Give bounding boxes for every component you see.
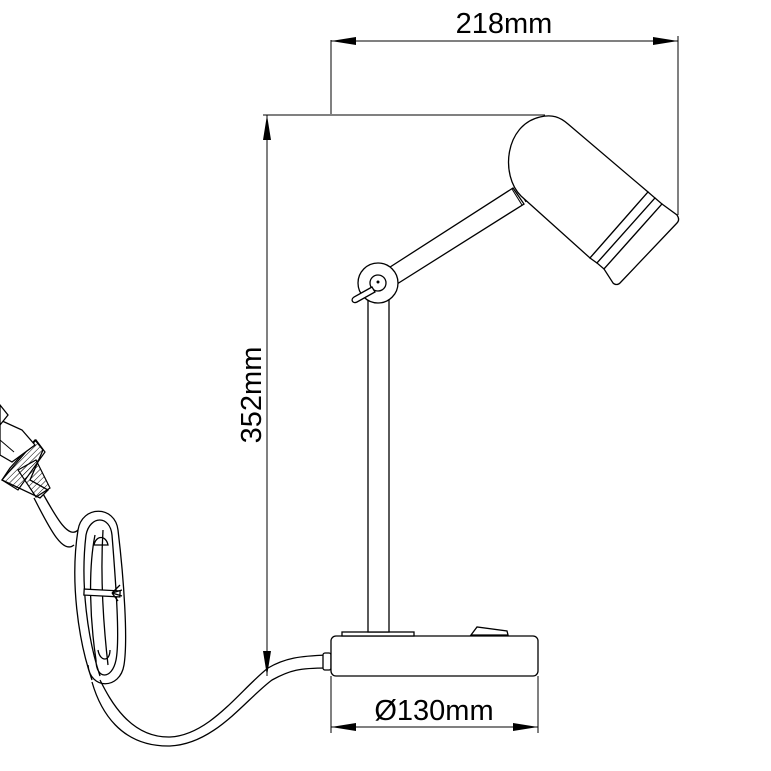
cable-coil — [74, 510, 127, 685]
power-cable — [91, 652, 332, 747]
tie-knot-icon — [111, 584, 123, 602]
joint-knob[interactable] — [351, 262, 399, 304]
height-dimension: 352mm — [236, 114, 545, 676]
arrowhead-down-icon — [263, 651, 271, 676]
lamp-stem — [367, 295, 390, 633]
arrowhead-left-icon — [331, 723, 356, 731]
power-plug — [0, 403, 79, 548]
lamp-head — [507, 115, 680, 286]
lamp-base — [330, 626, 539, 677]
arrowhead-up-icon — [263, 115, 271, 140]
height-label: 352mm — [236, 347, 268, 444]
lamp-arm — [386, 185, 527, 285]
arrowhead-right-icon — [653, 37, 678, 45]
tightening-lever-icon[interactable] — [351, 286, 376, 304]
arrowhead-right-icon — [513, 723, 538, 731]
base-diameter-dimension: Ø130mm — [330, 676, 539, 733]
width-dimension: 218mm — [330, 8, 679, 215]
arrowhead-left-icon — [331, 37, 356, 45]
base-diameter-label: Ø130mm — [374, 695, 493, 727]
rocker-switch-icon[interactable] — [469, 626, 509, 636]
width-label: 218mm — [456, 8, 553, 40]
